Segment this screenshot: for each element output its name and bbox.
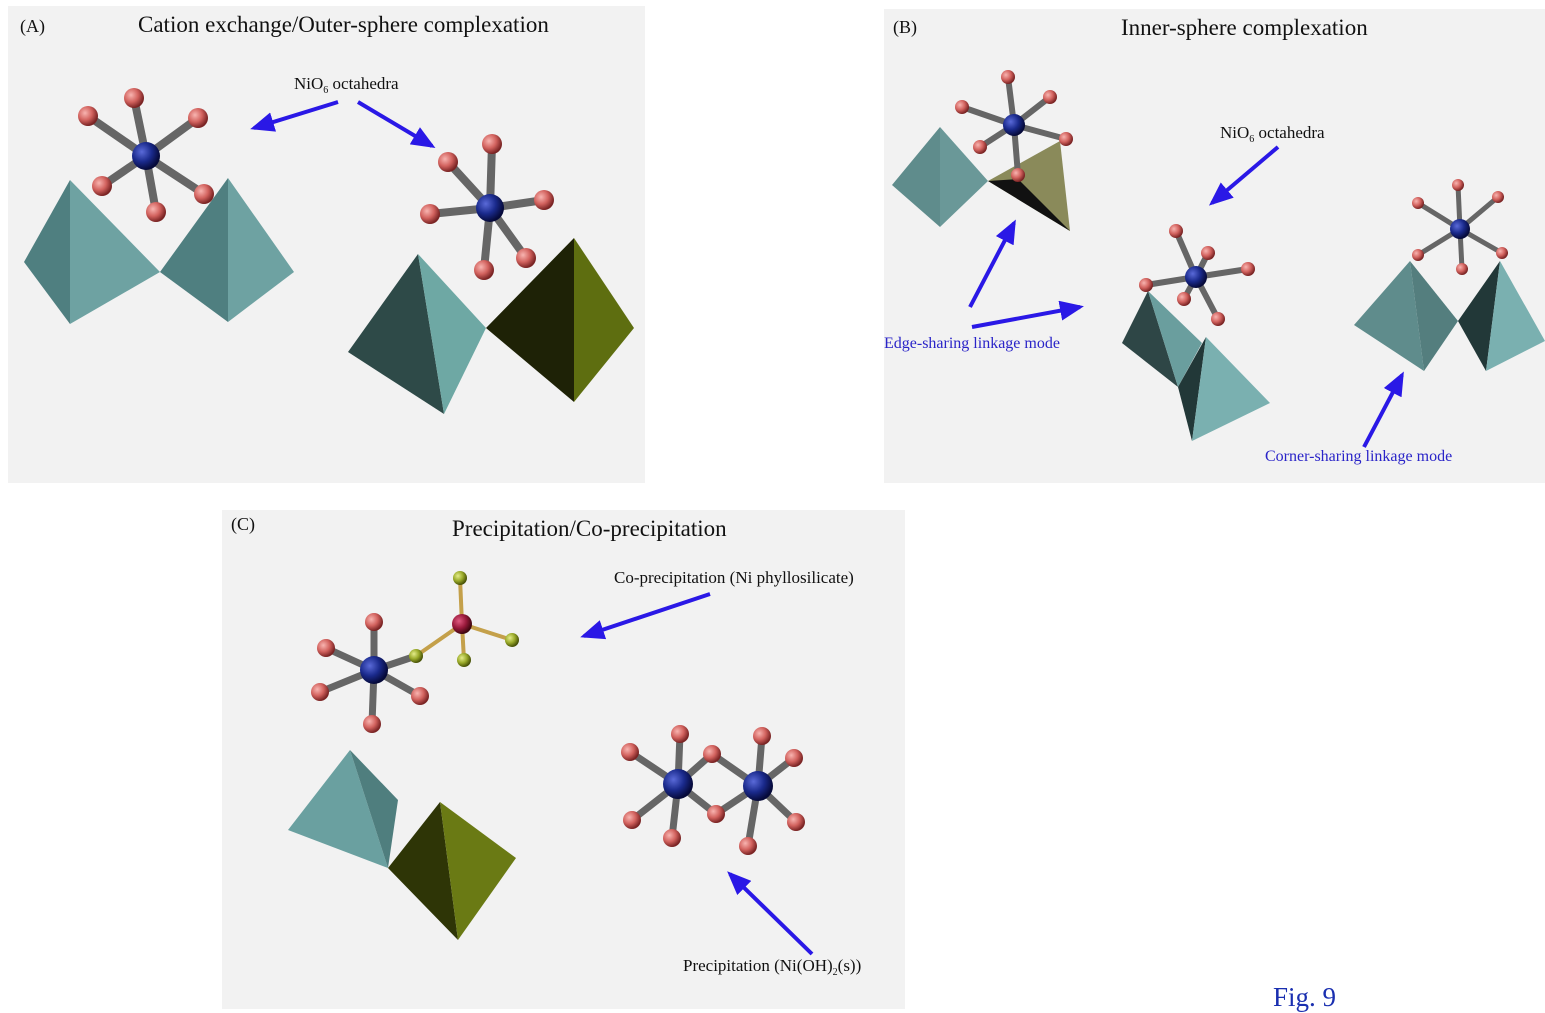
figure-label: Fig. 9 bbox=[1273, 982, 1337, 1012]
panel-b: (B) Inner-sphere complexation NiO6 octah… bbox=[884, 9, 1545, 483]
panel-title: Inner-sphere complexation bbox=[1121, 15, 1368, 40]
arrow bbox=[250, 100, 339, 132]
precipitation-label: Precipitation (Ni(OH)2(s)) bbox=[683, 956, 862, 978]
tetrahedron bbox=[1178, 337, 1270, 441]
tetrahedron bbox=[892, 127, 988, 227]
tetrahedron bbox=[1122, 291, 1202, 387]
panel-title: Cation exchange/Outer-sphere complexatio… bbox=[138, 12, 549, 37]
arrow bbox=[580, 592, 711, 640]
panel-c-graphic bbox=[288, 571, 814, 956]
tetrahedron bbox=[1458, 261, 1545, 371]
nio6-octahedron bbox=[78, 88, 214, 222]
arrow bbox=[971, 300, 1084, 329]
tetrahedron bbox=[1354, 261, 1458, 371]
arrow bbox=[1208, 145, 1280, 206]
tetrahedron bbox=[24, 180, 160, 324]
tetrahedron-olive bbox=[988, 141, 1070, 231]
arrow bbox=[356, 100, 436, 149]
tetrahedron bbox=[288, 750, 398, 868]
tetrahedron bbox=[160, 178, 294, 322]
edge-sharing-label: Edge-sharing linkage mode bbox=[884, 335, 1060, 352]
panel-letter: (C) bbox=[231, 514, 255, 534]
panel-title: Precipitation/Co-precipitation bbox=[452, 516, 727, 541]
arrow bbox=[968, 219, 1016, 308]
ni-phyllosilicate-unit bbox=[311, 571, 519, 733]
panel-letter: (A) bbox=[20, 16, 45, 36]
corner-sharing-label: Corner-sharing linkage mode bbox=[1265, 448, 1453, 465]
nio6-octahedron bbox=[420, 134, 554, 280]
tetrahedron-olive bbox=[486, 238, 634, 402]
nio6-octahedron bbox=[1412, 179, 1508, 275]
co-precipitation-label: Co-precipitation (Ni phyllosilicate) bbox=[614, 568, 854, 587]
panel-b-graphic bbox=[892, 70, 1545, 448]
arrow bbox=[1362, 371, 1404, 448]
arrow bbox=[727, 871, 814, 956]
tetrahedron bbox=[348, 254, 486, 414]
nio6-octahedron bbox=[955, 70, 1073, 182]
tetrahedron-olive bbox=[388, 802, 516, 940]
nio6-annotation: NiO6 octahedra bbox=[294, 74, 399, 96]
nio6-annotation: NiO6 octahedra bbox=[1220, 123, 1325, 145]
panel-letter: (B) bbox=[893, 17, 917, 37]
panel-a-graphic bbox=[24, 88, 634, 414]
panel-a: (A) Cation exchange/Outer-sphere complex… bbox=[8, 6, 645, 483]
ni-hydroxide-dimer bbox=[621, 725, 805, 855]
panel-c: (C) Precipitation/Co-precipitation Co-pr… bbox=[222, 510, 905, 1009]
nio6-octahedron bbox=[1139, 224, 1255, 326]
